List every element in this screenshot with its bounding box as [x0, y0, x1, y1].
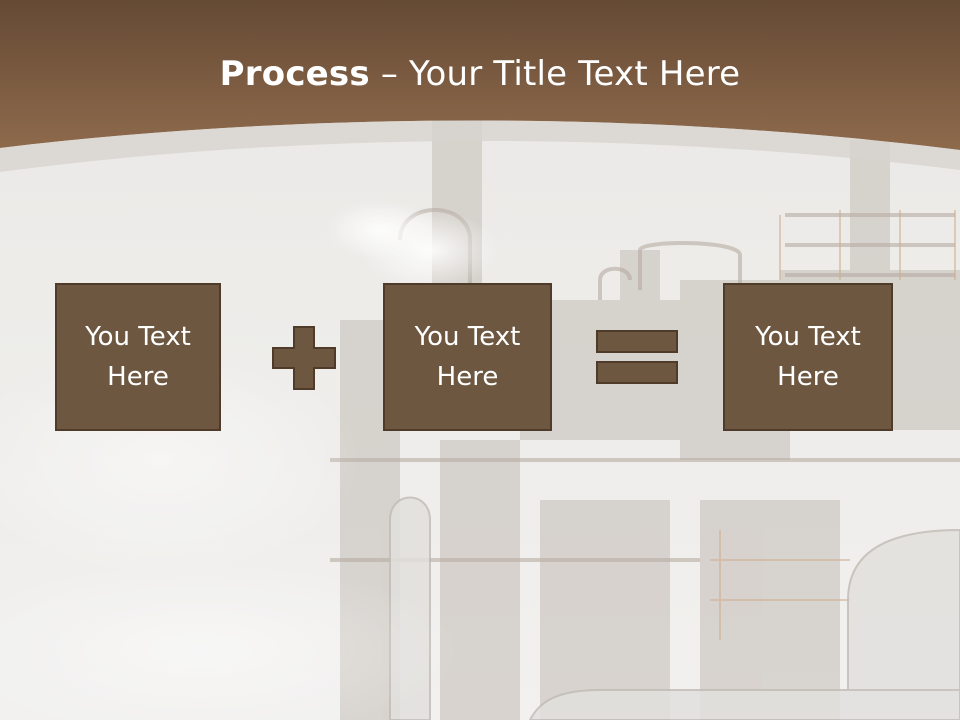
slide-title: Process – Your Title Text Here: [0, 52, 960, 96]
plus-icon: [272, 326, 336, 390]
process-box-1: You Text Here: [55, 283, 221, 431]
process-box-3: You Text Here: [723, 283, 893, 431]
process-box-2: You Text Here: [383, 283, 552, 431]
title-bold-word: Process: [219, 54, 370, 94]
title-rest: Your Title Text Here: [409, 54, 741, 94]
title-dash: –: [369, 54, 410, 94]
process-box-1-label: You Text Here: [85, 322, 191, 392]
process-box-2-label: You Text Here: [414, 322, 521, 392]
equals-icon: [596, 330, 678, 384]
process-box-3-label: You Text Here: [755, 322, 861, 392]
